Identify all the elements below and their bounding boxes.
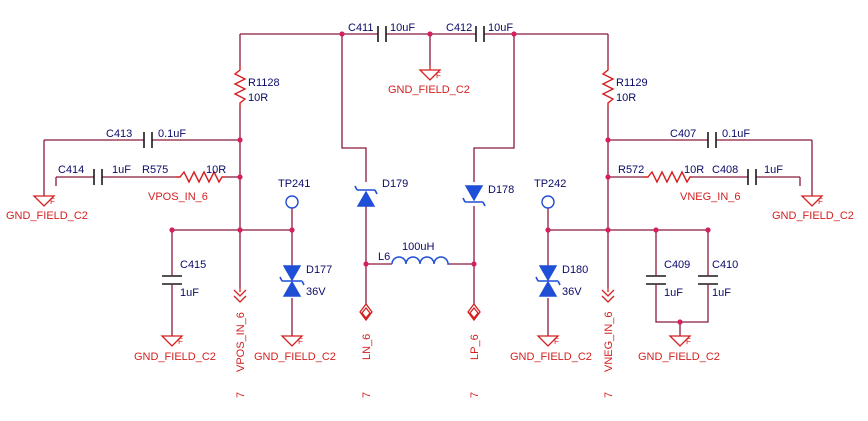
c414-value: 1uF <box>112 164 131 176</box>
svg-text:F: F <box>686 337 691 346</box>
gnd-label-c415: GND_FIELD_C2 <box>134 351 216 363</box>
port-lp-sheet: 7 <box>469 392 481 398</box>
gnd-label-left: GND_FIELD_C2 <box>6 210 88 222</box>
port-vpos-in[interactable]: VPOS_IN_6 7 <box>233 288 247 398</box>
c407-ref: C407 <box>670 128 696 140</box>
port-vneg-sheet: 7 <box>603 392 615 398</box>
c411-ref: C411 <box>348 22 373 34</box>
capacitor-c409[interactable]: C409 1uF <box>646 259 690 299</box>
capacitor-c411[interactable]: C411 10uF <box>348 22 415 42</box>
svg-text:F: F <box>50 197 55 206</box>
c409-ref: C409 <box>664 259 690 271</box>
tp241-ref: TP241 <box>278 178 310 190</box>
wires <box>43 33 813 336</box>
diode-d177[interactable]: D177 36V <box>279 264 332 298</box>
capacitor-c410[interactable]: C410 1uF <box>698 259 738 299</box>
c411-value: 10uF <box>390 22 415 34</box>
capacitor-c408[interactable]: C408 1uF <box>712 164 783 185</box>
capacitor-c414[interactable]: C414 1uF <box>58 164 131 185</box>
c413-value: 0.1uF <box>158 128 186 140</box>
port-ln-label: LN_6 <box>361 334 373 360</box>
c412-ref: C412 <box>446 22 472 34</box>
gnd-label-top: GND_FIELD_C2 <box>388 84 470 96</box>
r575-value: 10R <box>206 164 226 176</box>
ground-symbol-c407: F GND_FIELD_C2 <box>772 195 854 222</box>
r572-ref: R572 <box>618 164 644 176</box>
d180-ref: D180 <box>562 264 588 276</box>
c408-ref: C408 <box>712 164 738 176</box>
ground-symbol-c413: F GND_FIELD_C2 <box>6 195 88 222</box>
c414-ref: C414 <box>58 164 84 176</box>
c412-value: 10uF <box>488 22 513 34</box>
c408-value: 1uF <box>764 164 783 176</box>
d178-ref: D178 <box>488 184 514 196</box>
l6-ref: L6 <box>378 251 390 263</box>
c410-value: 1uF <box>712 287 731 299</box>
diode-d178[interactable]: D178 <box>462 184 514 207</box>
tp242-ref: TP242 <box>534 178 566 190</box>
ground-symbol-d180: F GND_FIELD_C2 <box>510 335 592 363</box>
resistor-r572[interactable]: R572 10R <box>618 164 704 184</box>
inductor-l6[interactable]: L6 100uH <box>378 241 450 265</box>
gnd-label-d180: GND_FIELD_C2 <box>510 351 592 363</box>
resistor-r1128[interactable]: R1128 10R <box>233 66 280 108</box>
port-ln[interactable]: LN_6 7 <box>359 302 373 398</box>
port-ln-sheet: 7 <box>361 392 373 398</box>
svg-text:F: F <box>818 197 823 206</box>
c409-value: 1uF <box>664 287 683 299</box>
c413-ref: C413 <box>106 128 132 140</box>
gnd-label-d177: GND_FIELD_C2 <box>254 351 336 363</box>
l6-value: 100uH <box>402 241 434 253</box>
port-vpos-sheet: 7 <box>235 392 247 398</box>
port-vneg-in[interactable]: VNEG_IN_6 7 <box>601 288 615 398</box>
port-lp-label: LP_6 <box>469 334 481 360</box>
svg-text:F: F <box>298 337 303 346</box>
r572-value: 10R <box>684 164 704 176</box>
r1128-ref: R1128 <box>248 77 280 89</box>
ground-symbol-top: F GND_FIELD_C2 <box>388 66 470 96</box>
svg-text:F: F <box>554 337 559 346</box>
r575-ref: R575 <box>142 164 168 176</box>
d177-value: 36V <box>306 286 326 298</box>
r1129-value: 10R <box>616 92 636 104</box>
d177-ref: D177 <box>306 264 332 276</box>
c415-ref: C415 <box>180 259 206 271</box>
capacitor-c407[interactable]: C407 0.1uF <box>670 128 750 148</box>
net-label-vpos: VPOS_IN_6 <box>148 191 208 203</box>
testpoint-tp241[interactable]: TP241 <box>278 178 310 209</box>
port-lp[interactable]: LP_6 7 <box>467 302 481 398</box>
c407-value: 0.1uF <box>722 128 750 140</box>
svg-text:F: F <box>436 71 441 80</box>
d179-ref: D179 <box>382 178 408 190</box>
capacitor-c413[interactable]: C413 0.1uF <box>106 128 186 148</box>
capacitor-c412[interactable]: C412 10uF <box>446 22 513 42</box>
c410-ref: C410 <box>712 259 738 271</box>
c415-value: 1uF <box>180 287 199 299</box>
diode-d179[interactable]: D179 <box>354 178 408 207</box>
diode-d180[interactable]: D180 36V <box>535 264 588 298</box>
resistor-r575[interactable]: R575 10R <box>142 164 226 184</box>
capacitor-c415[interactable]: C415 1uF <box>162 259 206 299</box>
net-labels: VPOS_IN_6 VNEG_IN_6 <box>148 191 741 203</box>
r1128-value: 10R <box>248 92 268 104</box>
ground-symbol-c409-c410: F GND_FIELD_C2 <box>638 335 720 363</box>
testpoint-tp242[interactable]: TP242 <box>534 178 566 209</box>
port-vneg-label: VNEG_IN_6 <box>603 311 615 372</box>
d180-value: 36V <box>562 286 582 298</box>
ground-symbol-d177: F GND_FIELD_C2 <box>254 335 336 363</box>
net-label-vneg: VNEG_IN_6 <box>680 191 741 203</box>
ground-symbol-c415: F GND_FIELD_C2 <box>134 335 216 363</box>
gnd-label-c409-c410: GND_FIELD_C2 <box>638 351 720 363</box>
r1129-ref: R1129 <box>616 77 648 89</box>
junction-dots <box>169 31 711 325</box>
port-vpos-label: VPOS_IN_6 <box>235 312 247 372</box>
gnd-label-right: GND_FIELD_C2 <box>772 210 854 222</box>
resistor-r1129[interactable]: R1129 10R <box>601 66 648 108</box>
svg-text:F: F <box>178 337 183 346</box>
